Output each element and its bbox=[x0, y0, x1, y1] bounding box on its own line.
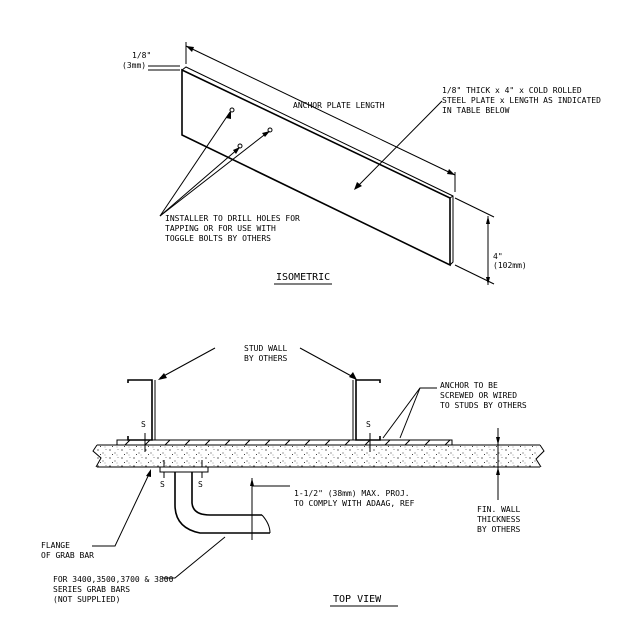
wall-note-line-2: THICKNESS bbox=[477, 515, 521, 524]
stud-right bbox=[352, 379, 381, 441]
holes-note-line-1: INSTALLER TO DRILL HOLES FOR bbox=[165, 214, 300, 223]
projection-dimension bbox=[250, 478, 290, 540]
screw-mark-2: S bbox=[366, 420, 371, 429]
flange-note-line-2: OF GRAB BAR bbox=[41, 551, 94, 560]
wall-thickness-dimension bbox=[496, 428, 500, 500]
projection-note-line-2: TO COMPLY WITH ADAAG, REF bbox=[294, 499, 415, 508]
top-view-leaders bbox=[92, 347, 437, 579]
height-metric-label: (102mm) bbox=[493, 261, 527, 270]
screw-mark-4: S bbox=[198, 480, 203, 489]
anchor-plate-section bbox=[116, 439, 453, 446]
grab-bar bbox=[159, 466, 271, 534]
screw-mark-3: S bbox=[160, 480, 165, 489]
wall-note-line-1: FIN. WALL bbox=[477, 505, 521, 514]
stud-left bbox=[127, 379, 156, 441]
series-note-line-3: (NOT SUPPLIED) bbox=[53, 595, 120, 604]
isometric-title: ISOMETRIC bbox=[276, 272, 330, 283]
isometric-view: 1/8" (3mm) ANCHOR PLATE LENGTH 1/8" THIC… bbox=[122, 42, 601, 285]
isometric-leaders bbox=[159, 100, 443, 217]
plate-note-line-3: IN TABLE BELOW bbox=[442, 106, 510, 115]
holes-note-line-2: TAPPING OR FOR USE WITH bbox=[165, 224, 276, 233]
plate-length-label: ANCHOR PLATE LENGTH bbox=[293, 101, 385, 110]
stud-note-line-2: BY OTHERS bbox=[244, 354, 288, 363]
drilled-holes bbox=[229, 107, 273, 149]
plate-note-line-1: 1/8" THICK x 4" x COLD ROLLED bbox=[442, 86, 582, 95]
series-note-line-2: SERIES GRAB BARS bbox=[53, 585, 130, 594]
anchor-note-line-1: ANCHOR TO BE bbox=[440, 381, 498, 390]
top-view: S S S S bbox=[41, 344, 545, 607]
anchor-note-line-3: TO STUDS BY OTHERS bbox=[440, 401, 527, 410]
height-label: 4" bbox=[493, 252, 503, 261]
plate-note-line-2: STEEL PLATE x LENGTH AS INDICATED bbox=[442, 96, 601, 105]
series-note-line-1: FOR 3400,3500,3700 & 3800 bbox=[53, 575, 174, 584]
flange-note-line-1: FLANGE bbox=[41, 541, 70, 550]
thickness-metric-label: (3mm) bbox=[122, 61, 146, 70]
plate-length-dimension bbox=[185, 42, 456, 192]
stud-note-line-1: STUD WALL bbox=[244, 344, 288, 353]
holes-note-line-3: TOGGLE BOLTS BY OTHERS bbox=[165, 234, 271, 243]
screw-mark-1: S bbox=[141, 420, 146, 429]
thickness-label: 1/8" bbox=[132, 51, 151, 60]
plate-height-dimension bbox=[454, 197, 495, 285]
thickness-dimension bbox=[148, 65, 180, 71]
anchor-note-line-2: SCREWED OR WIRED bbox=[440, 391, 517, 400]
wall-note-line-3: BY OTHERS bbox=[477, 525, 521, 534]
anchor-plate bbox=[181, 66, 454, 267]
projection-note-line-1: 1-1/2" (38mm) MAX. PROJ. bbox=[294, 489, 410, 498]
finished-wall bbox=[92, 444, 545, 468]
top-view-title: TOP VIEW bbox=[333, 594, 382, 605]
